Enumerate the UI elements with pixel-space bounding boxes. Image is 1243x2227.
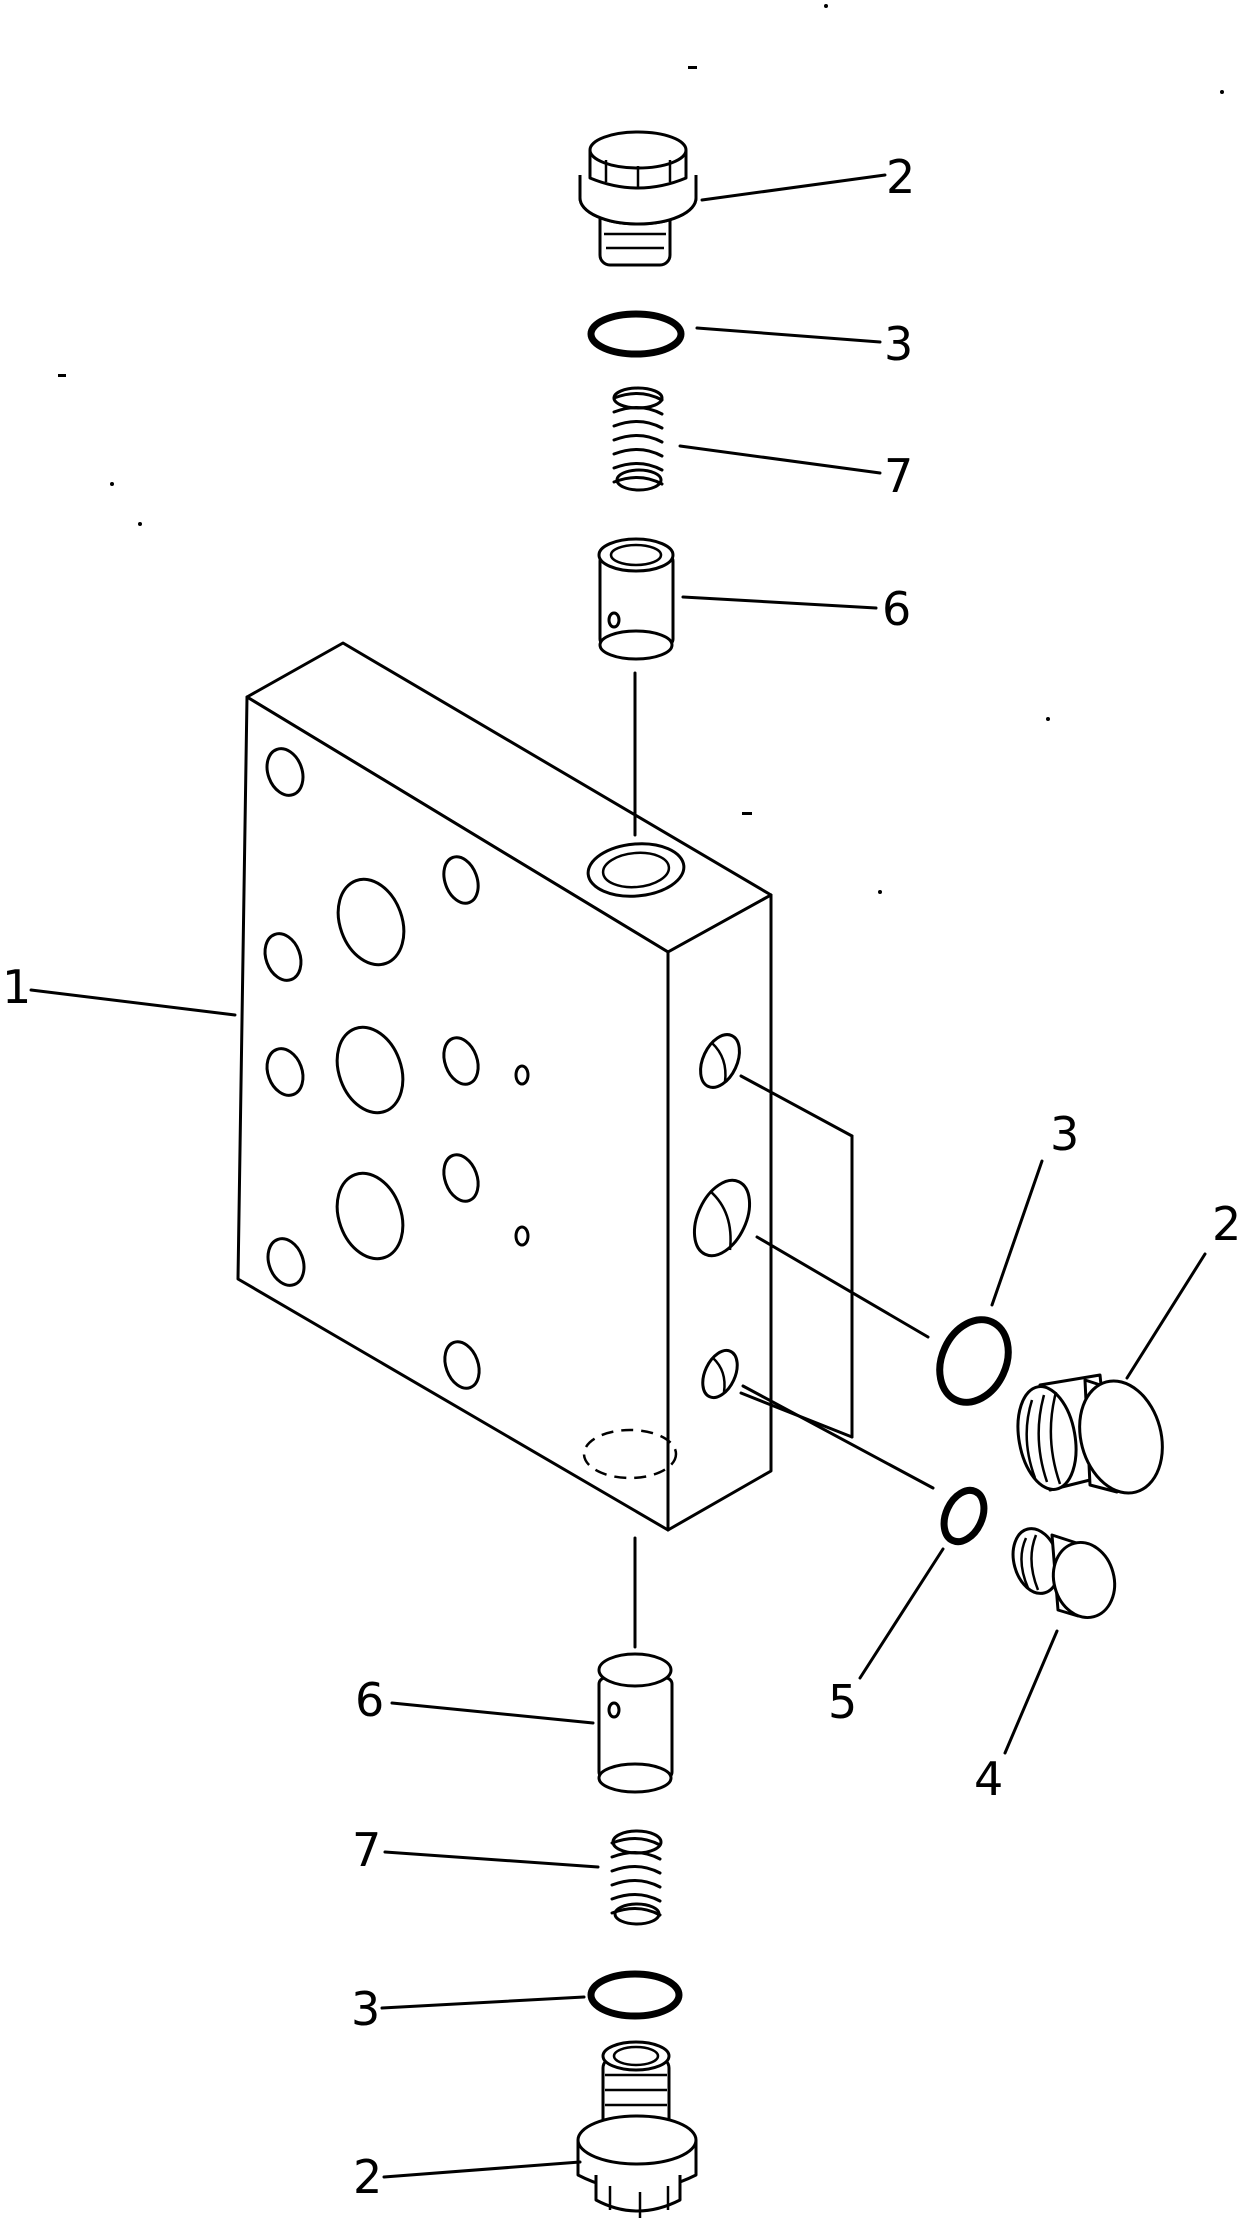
spring-bottom [610, 1829, 663, 1926]
callout-5: 5 [828, 1675, 857, 1729]
callout-3-right: 3 [1050, 1107, 1079, 1161]
callout-6-top: 6 [882, 582, 911, 636]
o-ring-bottom [587, 1970, 683, 2020]
callout-1: 1 [2, 960, 31, 1014]
scan-specks [58, 4, 1224, 894]
callout-labels: 1 2 3 7 6 3 2 5 4 6 7 3 2 [2, 150, 1241, 2204]
callout-3-bottom: 3 [351, 1982, 380, 2036]
leader-lines [29, 173, 1207, 2179]
poppet-top [597, 537, 675, 661]
o-ring-right-large [936, 1316, 1012, 1406]
callout-7-bottom: 7 [352, 1823, 381, 1877]
poppet-bottom [597, 1652, 674, 1794]
o-ring-right-small [940, 1486, 988, 1546]
callout-2-top: 2 [886, 150, 915, 204]
callout-7-top: 7 [884, 449, 913, 503]
plug-bottom [576, 2040, 698, 2218]
callout-3-top: 3 [884, 317, 913, 371]
plug-top [578, 130, 698, 267]
callout-2-bottom: 2 [353, 2150, 382, 2204]
plug-right-small [1011, 1527, 1117, 1620]
callout-6-bottom: 6 [355, 1673, 384, 1727]
plug-right-large [1016, 1373, 1164, 1495]
assembly-lines [633, 671, 935, 1649]
callout-2-right: 2 [1212, 1197, 1241, 1251]
spring-top [612, 386, 664, 492]
o-ring-top [587, 310, 685, 358]
callout-4: 4 [974, 1752, 1003, 1806]
valve-body [236, 641, 773, 1532]
